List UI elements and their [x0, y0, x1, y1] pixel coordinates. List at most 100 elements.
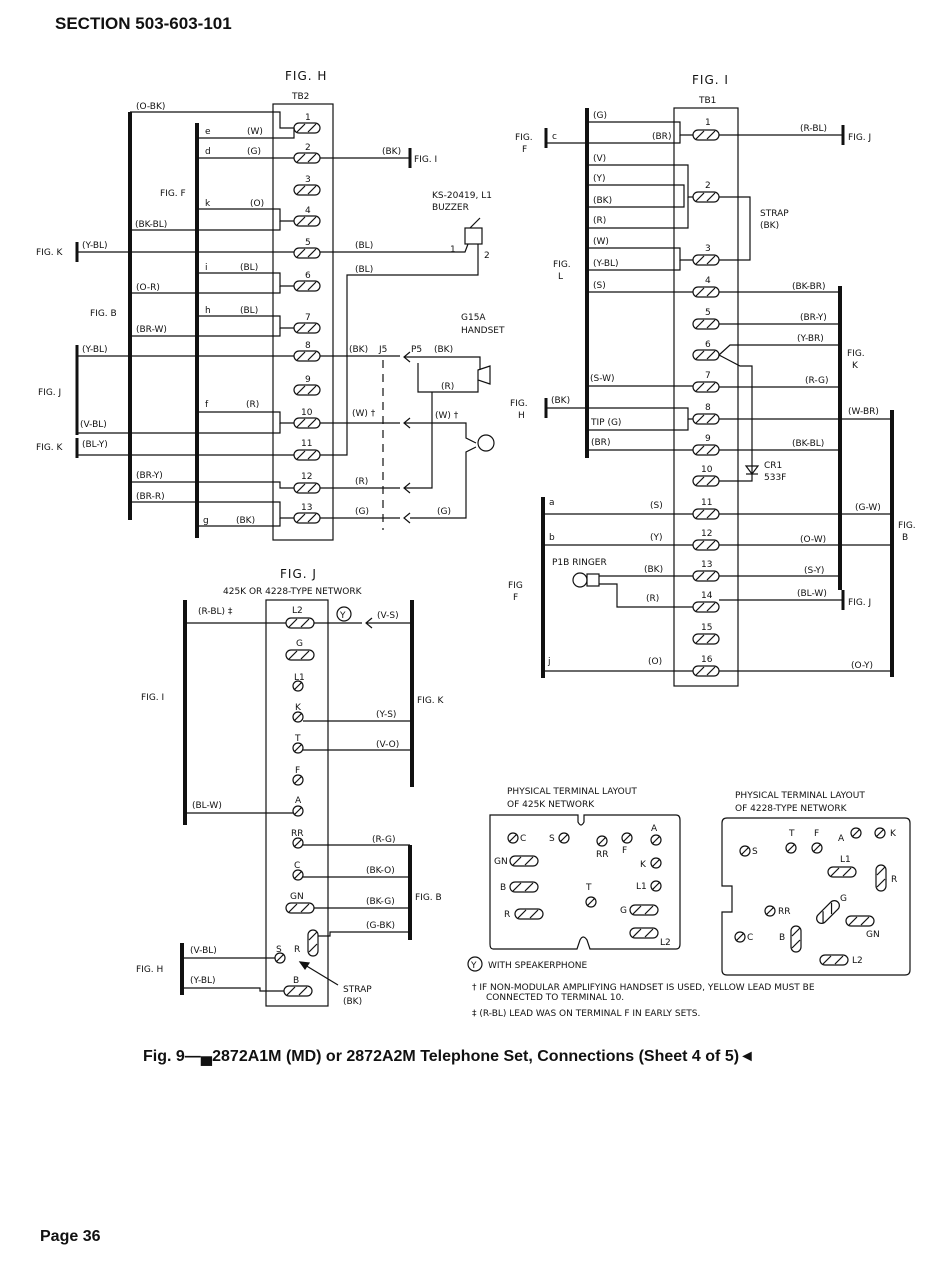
tb1-number: 13 [701, 560, 712, 570]
lead-label: (BR-W) [136, 325, 167, 335]
tb1-number: 3 [705, 244, 711, 254]
tb1-terminal-3: 3 [692, 244, 720, 266]
diode-label: CR1 [764, 461, 782, 471]
lead-label: (BK) [551, 396, 570, 406]
tb1-terminal-10: 10 [692, 465, 720, 487]
tb1-number: 4 [705, 276, 711, 286]
lead-label: (G) [247, 147, 261, 157]
note-handset: † IF NON-MODULAR AMPLIFYING HANDSET IS U… [472, 983, 815, 993]
tb2-terminal-2: 2 [293, 143, 321, 164]
note-handset-2: CONNECTED TO TERMINAL 10. [486, 993, 624, 1003]
tb1-terminal-6: 6 [692, 340, 720, 361]
lead-label: (R-G) [805, 376, 828, 386]
tb2-block [272, 103, 334, 541]
lead-label: (BL-W) [192, 801, 222, 811]
note-symbol: Y [470, 961, 477, 971]
pin-label: S [549, 834, 555, 844]
pin-label: F [814, 829, 819, 839]
pin-label: T [585, 883, 592, 893]
tb1-number: 7 [705, 371, 711, 381]
fig-ref: FIG. K [36, 443, 64, 453]
lead-label: (R) [646, 594, 659, 604]
lead-label: (W) [247, 127, 263, 137]
fig-j: FIG. J 425K OR 4228-TYPE NETWORK FIG. I … [136, 567, 445, 1007]
tb1-terminal-16: 16 [692, 655, 720, 677]
note-rbl-lead: ‡ (R-BL) LEAD WAS ON TERMINAL F IN EARLY… [472, 1009, 700, 1019]
lead-label: (BK-BL) [792, 439, 824, 449]
diode-symbol [744, 465, 760, 475]
tb2-number: 10 [301, 408, 313, 418]
tb1-block [673, 107, 739, 687]
fig-ref: FIG. J [848, 598, 871, 608]
receiver-symbol [477, 365, 491, 385]
layout-title: PHYSICAL TERMINAL LAYOUT [507, 787, 637, 797]
lead-label: (BL) [355, 241, 373, 251]
lead-label: (S) [593, 281, 606, 291]
terminal-letter: j [547, 657, 551, 667]
tb2-number: 12 [301, 472, 312, 482]
tb1-number: 8 [705, 403, 711, 413]
diode-label-2: 533F [764, 473, 786, 483]
lead-label: (R) [355, 477, 368, 487]
pin-label: L1 [636, 882, 647, 892]
lead-label: (BK) [644, 565, 663, 575]
tb2-terminal-10: 10 [293, 408, 321, 429]
lead-label: (Y) [593, 174, 606, 184]
fig-ref: FIG [508, 581, 523, 591]
lead-label: (BK) [236, 516, 255, 526]
tb2-terminal-1: 1 [293, 113, 321, 134]
lead-label: (BL-W) [797, 589, 827, 599]
terminal-letter: i [205, 263, 208, 273]
lead-label: (Y-BL) [82, 241, 108, 251]
pin-label: L2 [660, 938, 671, 948]
terminal-letter: d [205, 147, 211, 157]
tb2-number: 6 [305, 271, 311, 281]
tb2-terminal-7: 7 [293, 313, 321, 334]
pin-label: RR [778, 907, 791, 917]
net-term-label: T [294, 734, 301, 744]
buzzer-label: KS-20419, L1 [432, 191, 492, 201]
tb1-terminals: 1 2 3 4 5 6 7 8 9 10 11 12 13 14 15 16 [692, 118, 720, 677]
fig-ref: FIG. J [848, 133, 871, 143]
fig-j-subtitle: 425K OR 4228-TYPE NETWORK [223, 587, 363, 597]
tb2-terminal-4: 4 [293, 206, 321, 227]
tb2-terminals: 1 2 3 4 5 6 7 8 9 10 11 12 13 [293, 113, 321, 524]
fig-ref: L [558, 272, 563, 282]
lead-label: (V) [593, 154, 606, 164]
tb1-number: 16 [701, 655, 713, 665]
pin-label: L2 [852, 956, 863, 966]
lead-label: (W) † [352, 409, 376, 419]
network-outline [721, 817, 911, 976]
buzzer-pin: 1 [450, 245, 456, 255]
fig-ref: FIG. [553, 260, 571, 270]
net-term-label: GN [290, 892, 304, 902]
fig-i: FIG. I TB1 1 2 3 4 5 6 7 8 9 10 11 12 13… [508, 73, 916, 687]
lead-label: (V-S) [377, 611, 399, 621]
tb2-terminal-8: 8 [293, 341, 321, 362]
tb2-number: 11 [301, 439, 312, 449]
tb1-terminal-2: 2 [692, 181, 720, 203]
lead-label: (BR-Y) [800, 313, 827, 323]
handset-label-2: HANDSET [461, 326, 505, 336]
strap-label: STRAP [343, 985, 372, 995]
fig-ref: FIG. B [415, 893, 442, 903]
tb2-terminal-12: 12 [293, 472, 321, 494]
net-term-label: K [295, 703, 302, 713]
pin-label: RR [596, 850, 609, 860]
tb2-number: 1 [305, 113, 311, 123]
jack-label: J5 [378, 345, 387, 355]
net-term-label: L2 [292, 606, 303, 616]
transmitter-symbol [477, 434, 495, 452]
lead-label: (BR-Y) [136, 471, 163, 481]
tb1-terminal-1: 1 [692, 118, 720, 141]
fig-ref: FIG. K [417, 696, 445, 706]
terminal-letter: b [549, 533, 555, 543]
pin-label: A [651, 824, 658, 834]
lead-label: (BR) [652, 132, 671, 142]
pin-label: K [640, 860, 647, 870]
lead-label: (Y) [650, 533, 663, 543]
fig-ref: FIG. I [141, 693, 164, 703]
lead-label: (BK-G) [366, 897, 395, 907]
layout-title: PHYSICAL TERMINAL LAYOUT [735, 791, 865, 801]
pin-label: G [840, 894, 847, 904]
